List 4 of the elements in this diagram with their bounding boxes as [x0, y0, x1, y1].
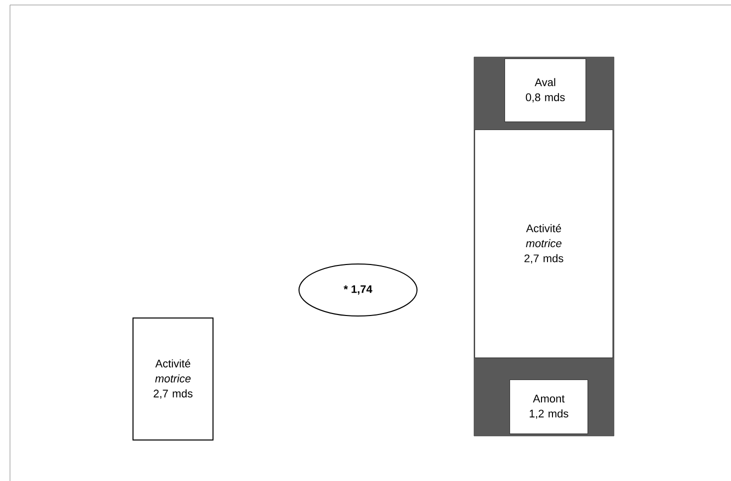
text-box: Aval 0,8 mds	[504, 58, 586, 122]
text-box: Activité motrice 2,7 mds	[132, 318, 214, 440]
text-box: Activité motrice 2,7 mds	[474, 130, 613, 358]
text-box: Amont 1,2 mds	[510, 380, 588, 434]
